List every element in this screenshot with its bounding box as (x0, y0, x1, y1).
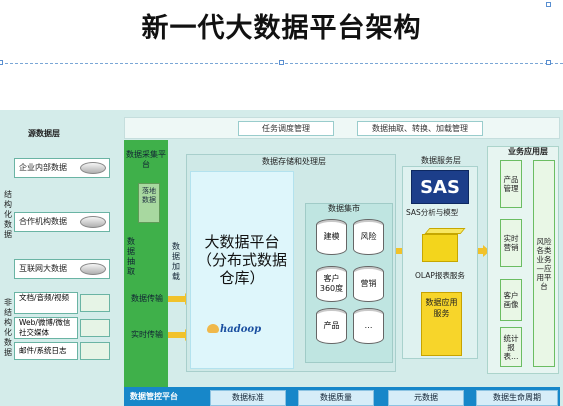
data-mart-title: 数据集市 (328, 204, 360, 213)
management-bar (124, 117, 560, 139)
resize-handle-right[interactable] (546, 60, 551, 65)
resize-handle-center[interactable] (279, 60, 284, 65)
governance-lifecycle: 数据生命周期 (476, 390, 558, 406)
mart-marketing: 营销 (353, 266, 384, 302)
biz-reports: 统计报表… (500, 327, 522, 367)
governance-title: 数据管控平台 (130, 392, 178, 401)
etl-management-box: 数据抽取、转换、加载管理 (357, 121, 483, 136)
source-logs: 邮件/系统日志 (14, 342, 78, 360)
arrow-service-to-business (478, 248, 484, 254)
page-title: 新一代大数据平台架构 (141, 13, 422, 44)
collection-title: 数据采集平台 (126, 150, 166, 169)
unstructured-source-group: 文档/音频/视频 Web/微博/微信社交媒体 邮件/系统日志 (14, 292, 110, 364)
source-internet-label: 互联网大数据 (19, 264, 67, 273)
resize-handle-left[interactable] (0, 60, 3, 65)
business-layer-title: 业务应用层 (508, 147, 548, 156)
governance-quality: 数据质量 (298, 390, 374, 406)
biz-realtime-marketing: 实时营销 (500, 219, 522, 267)
source-internal-label: 企业内部数据 (19, 163, 67, 172)
file-stack-icon (80, 342, 110, 360)
source-docs: 文档/音频/视频 (14, 292, 78, 314)
source-partner-label: 合作机构数据 (19, 217, 67, 226)
file-stack-icon (80, 294, 110, 312)
big-data-platform (190, 171, 294, 369)
arrow-storage-to-service (396, 248, 402, 254)
source-social-label: Web/微博/微信社交媒体 (19, 318, 71, 337)
source-docs-label: 文档/音频/视频 (19, 293, 70, 302)
realtime-label: 实时传输 (131, 330, 163, 339)
disk-icon (80, 263, 106, 275)
storage-layer-title: 数据存储和处理层 (262, 157, 326, 166)
big-data-platform-name: 大数据平台（分布式数据仓库） (196, 233, 287, 287)
disk-icon (80, 162, 106, 174)
olap-caption: OLAP报表服务 (415, 271, 465, 280)
source-layer-title: 源数据层 (28, 129, 60, 138)
file-stack-icon (80, 319, 110, 337)
source-social: Web/微博/微信社交媒体 (14, 317, 78, 339)
mart-more: … (353, 308, 384, 344)
disk-icon (80, 216, 106, 228)
structured-data-label: 结构化数据 (4, 190, 12, 239)
arrow-realtime (168, 332, 186, 338)
sas-logo: SAS (411, 170, 469, 204)
biz-risk-platform: 风险各类业务—应用平台 (533, 160, 555, 367)
transfer-label: 数据传输 (131, 294, 163, 303)
load-label: 数据加载 (172, 242, 180, 281)
arrow-transfer (168, 296, 186, 302)
mart-product: 产品 (316, 308, 347, 344)
resize-handle-top-right[interactable] (546, 2, 551, 7)
governance-standards: 数据标准 (210, 390, 286, 406)
hadoop-logo: hadoop (220, 324, 262, 335)
hadoop-elephant-icon (207, 324, 219, 333)
sas-caption: SAS分析与模型 (406, 208, 459, 217)
governance-metadata: 元数据 (388, 390, 464, 406)
source-logs-label: 邮件/系统日志 (19, 346, 67, 355)
olap-cube-icon (422, 234, 458, 262)
unstructured-data-label: 非结构化数据 (4, 298, 12, 357)
raw-data-box: 落地数据 (138, 183, 160, 223)
task-scheduling-box: 任务调度管理 (238, 121, 334, 136)
mart-risk: 风险 (353, 219, 384, 255)
data-app-service: 数据应用服务 (421, 292, 462, 356)
biz-product-management: 产品管理 (500, 160, 522, 208)
biz-customer-profile: 客户画像 (500, 279, 522, 321)
arrow-head-icon (483, 245, 490, 257)
mart-modeling: 建模 (316, 219, 347, 255)
mart-customer360: 客户360度 (316, 266, 347, 302)
collection-platform (124, 140, 168, 390)
extract-label: 数据抽取 (127, 237, 135, 276)
service-layer-title: 数据服务层 (421, 156, 461, 165)
